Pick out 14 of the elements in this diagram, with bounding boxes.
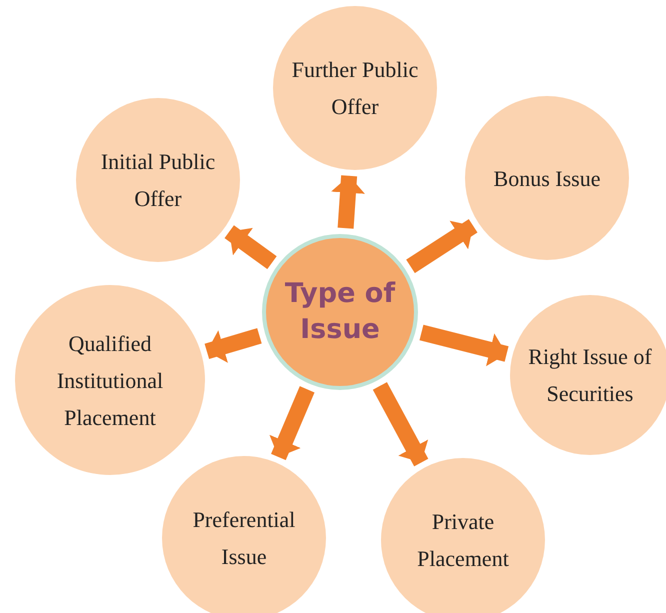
- circle-label: Private Placement: [416, 508, 510, 573]
- circle-label: Initial Public Offer: [100, 148, 216, 213]
- circle-label: Preferential Issue: [192, 506, 296, 571]
- circle-label: Qualified Institutional Placement: [56, 330, 164, 432]
- circle-label: Bonus Issue: [492, 164, 602, 192]
- block-arrow: [224, 225, 277, 270]
- block-arrow: [419, 324, 509, 366]
- block-arrow: [204, 328, 262, 363]
- circle-label: Further Public Offer: [290, 56, 420, 121]
- block-arrow: [372, 382, 428, 466]
- block-arrow: [331, 175, 365, 229]
- center-title: Type of Issue: [284, 277, 396, 347]
- block-arrow: [406, 219, 478, 274]
- circle-label: Right Issue of Securities: [527, 343, 653, 408]
